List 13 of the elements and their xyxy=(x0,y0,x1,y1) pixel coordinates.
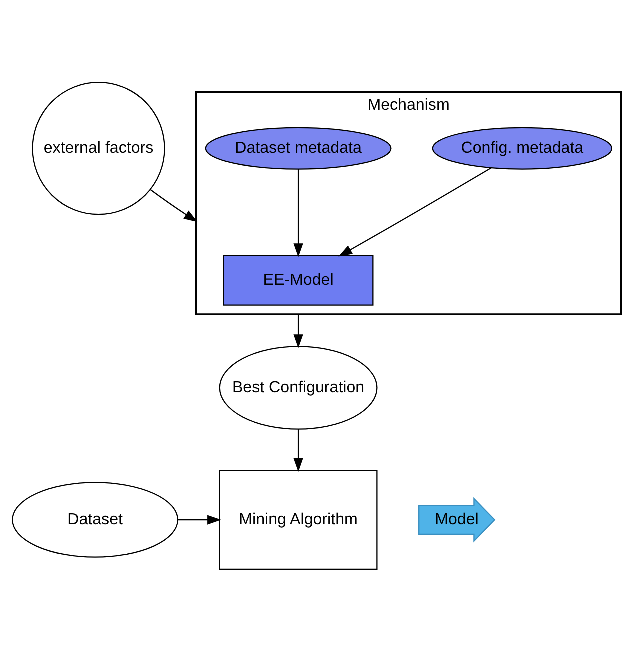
node-ellipse: Config. metadata xyxy=(432,126,613,170)
arrow xyxy=(178,514,222,524)
node-ellipse: Best Configuration xyxy=(219,346,378,430)
node-ellipse: Dataset metadata xyxy=(205,126,392,170)
node-ellipse: Dataset xyxy=(12,482,179,558)
node-circle: external factors xyxy=(32,82,166,215)
arrow xyxy=(150,188,198,222)
node-box: Mining Algorithm xyxy=(219,470,378,570)
arrow xyxy=(294,428,304,472)
arrow xyxy=(294,168,304,257)
arrow xyxy=(338,167,492,256)
node-box: EE-Model xyxy=(223,254,374,306)
arrow xyxy=(294,314,304,348)
